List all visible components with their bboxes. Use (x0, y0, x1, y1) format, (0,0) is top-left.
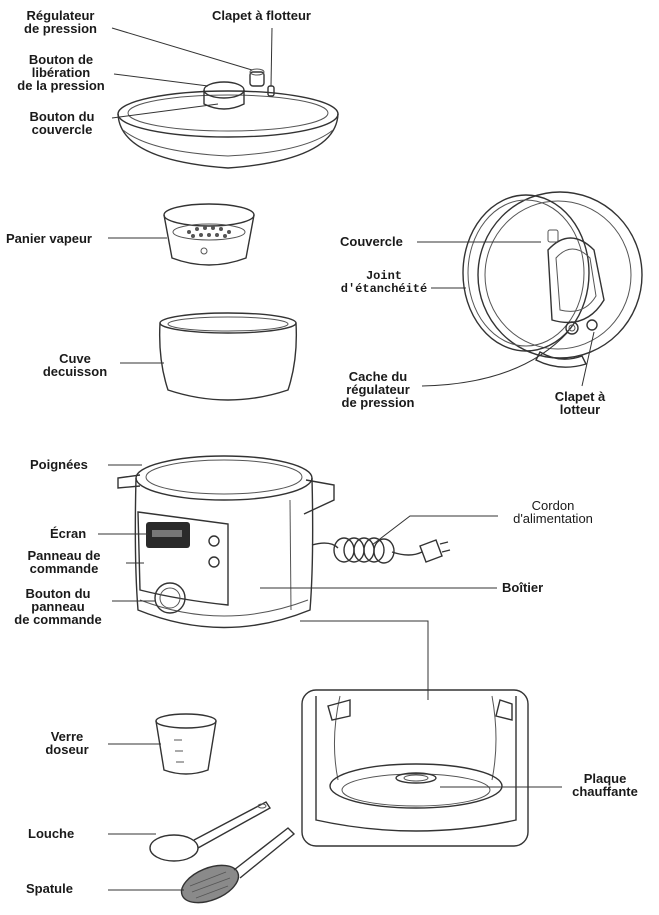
label-screen: Écran (50, 526, 87, 541)
label-lid: Couvercle (340, 234, 403, 249)
label-cooking-pot: Cuve decuisson (42, 351, 108, 379)
float-valve-shape (267, 85, 275, 97)
spatula-drawing (108, 827, 296, 904)
label-handles: Poignées (30, 457, 88, 472)
pressure-regulator-shape (249, 71, 265, 87)
lid-body (117, 113, 339, 169)
measuring-cup-drawing (108, 713, 217, 775)
regulator-cover-shape (565, 321, 579, 335)
label-control-panel: Panneau de commande (27, 548, 101, 576)
label-float-valve-underside: Clapet à lotteur (554, 389, 606, 417)
label-sealing-ring: Joint d'étanchéité (340, 269, 428, 296)
control-panel-shape (137, 511, 229, 606)
label-pressure-regulator: Régulateur de pression (24, 8, 97, 36)
label-pressure-release-button: Bouton de libération de la pression (17, 52, 105, 93)
control-knob-shape (154, 582, 186, 614)
label-steam-basket: Panier vapeur (6, 231, 92, 246)
lid-drawing (111, 27, 339, 169)
lid-underside-drawing (417, 191, 643, 387)
label-measuring-cup: Verre doseur (45, 729, 89, 757)
cooker-body-drawing (98, 455, 498, 700)
label-heating-plate: Plaque chauffante (572, 771, 638, 799)
label-control-panel-knob: Bouton du panneau de commande (14, 586, 102, 627)
label-regulator-cover: Cache du régulateur de pression (341, 369, 415, 410)
sealing-ring-shape (462, 194, 590, 352)
float-valve-underside-shape (586, 319, 598, 331)
label-ladle: Louche (28, 826, 75, 841)
ladle-drawing (108, 801, 272, 862)
cord-shape (311, 542, 339, 549)
steam-basket-drawing (108, 203, 255, 266)
label-float-valve-top: Clapet à flotteur (212, 8, 311, 23)
plug-shape (419, 539, 443, 563)
label-power-cord: Cordon d'alimentation (513, 498, 593, 526)
label-lid-knob: Bouton du couvercle (29, 109, 95, 137)
heating-plate-inset-drawing (301, 689, 562, 847)
lid-knob-top (203, 81, 245, 99)
label-housing: Boîtier (502, 580, 544, 595)
label-spatula: Spatule (26, 881, 73, 896)
inner-pot-drawing (120, 312, 297, 401)
